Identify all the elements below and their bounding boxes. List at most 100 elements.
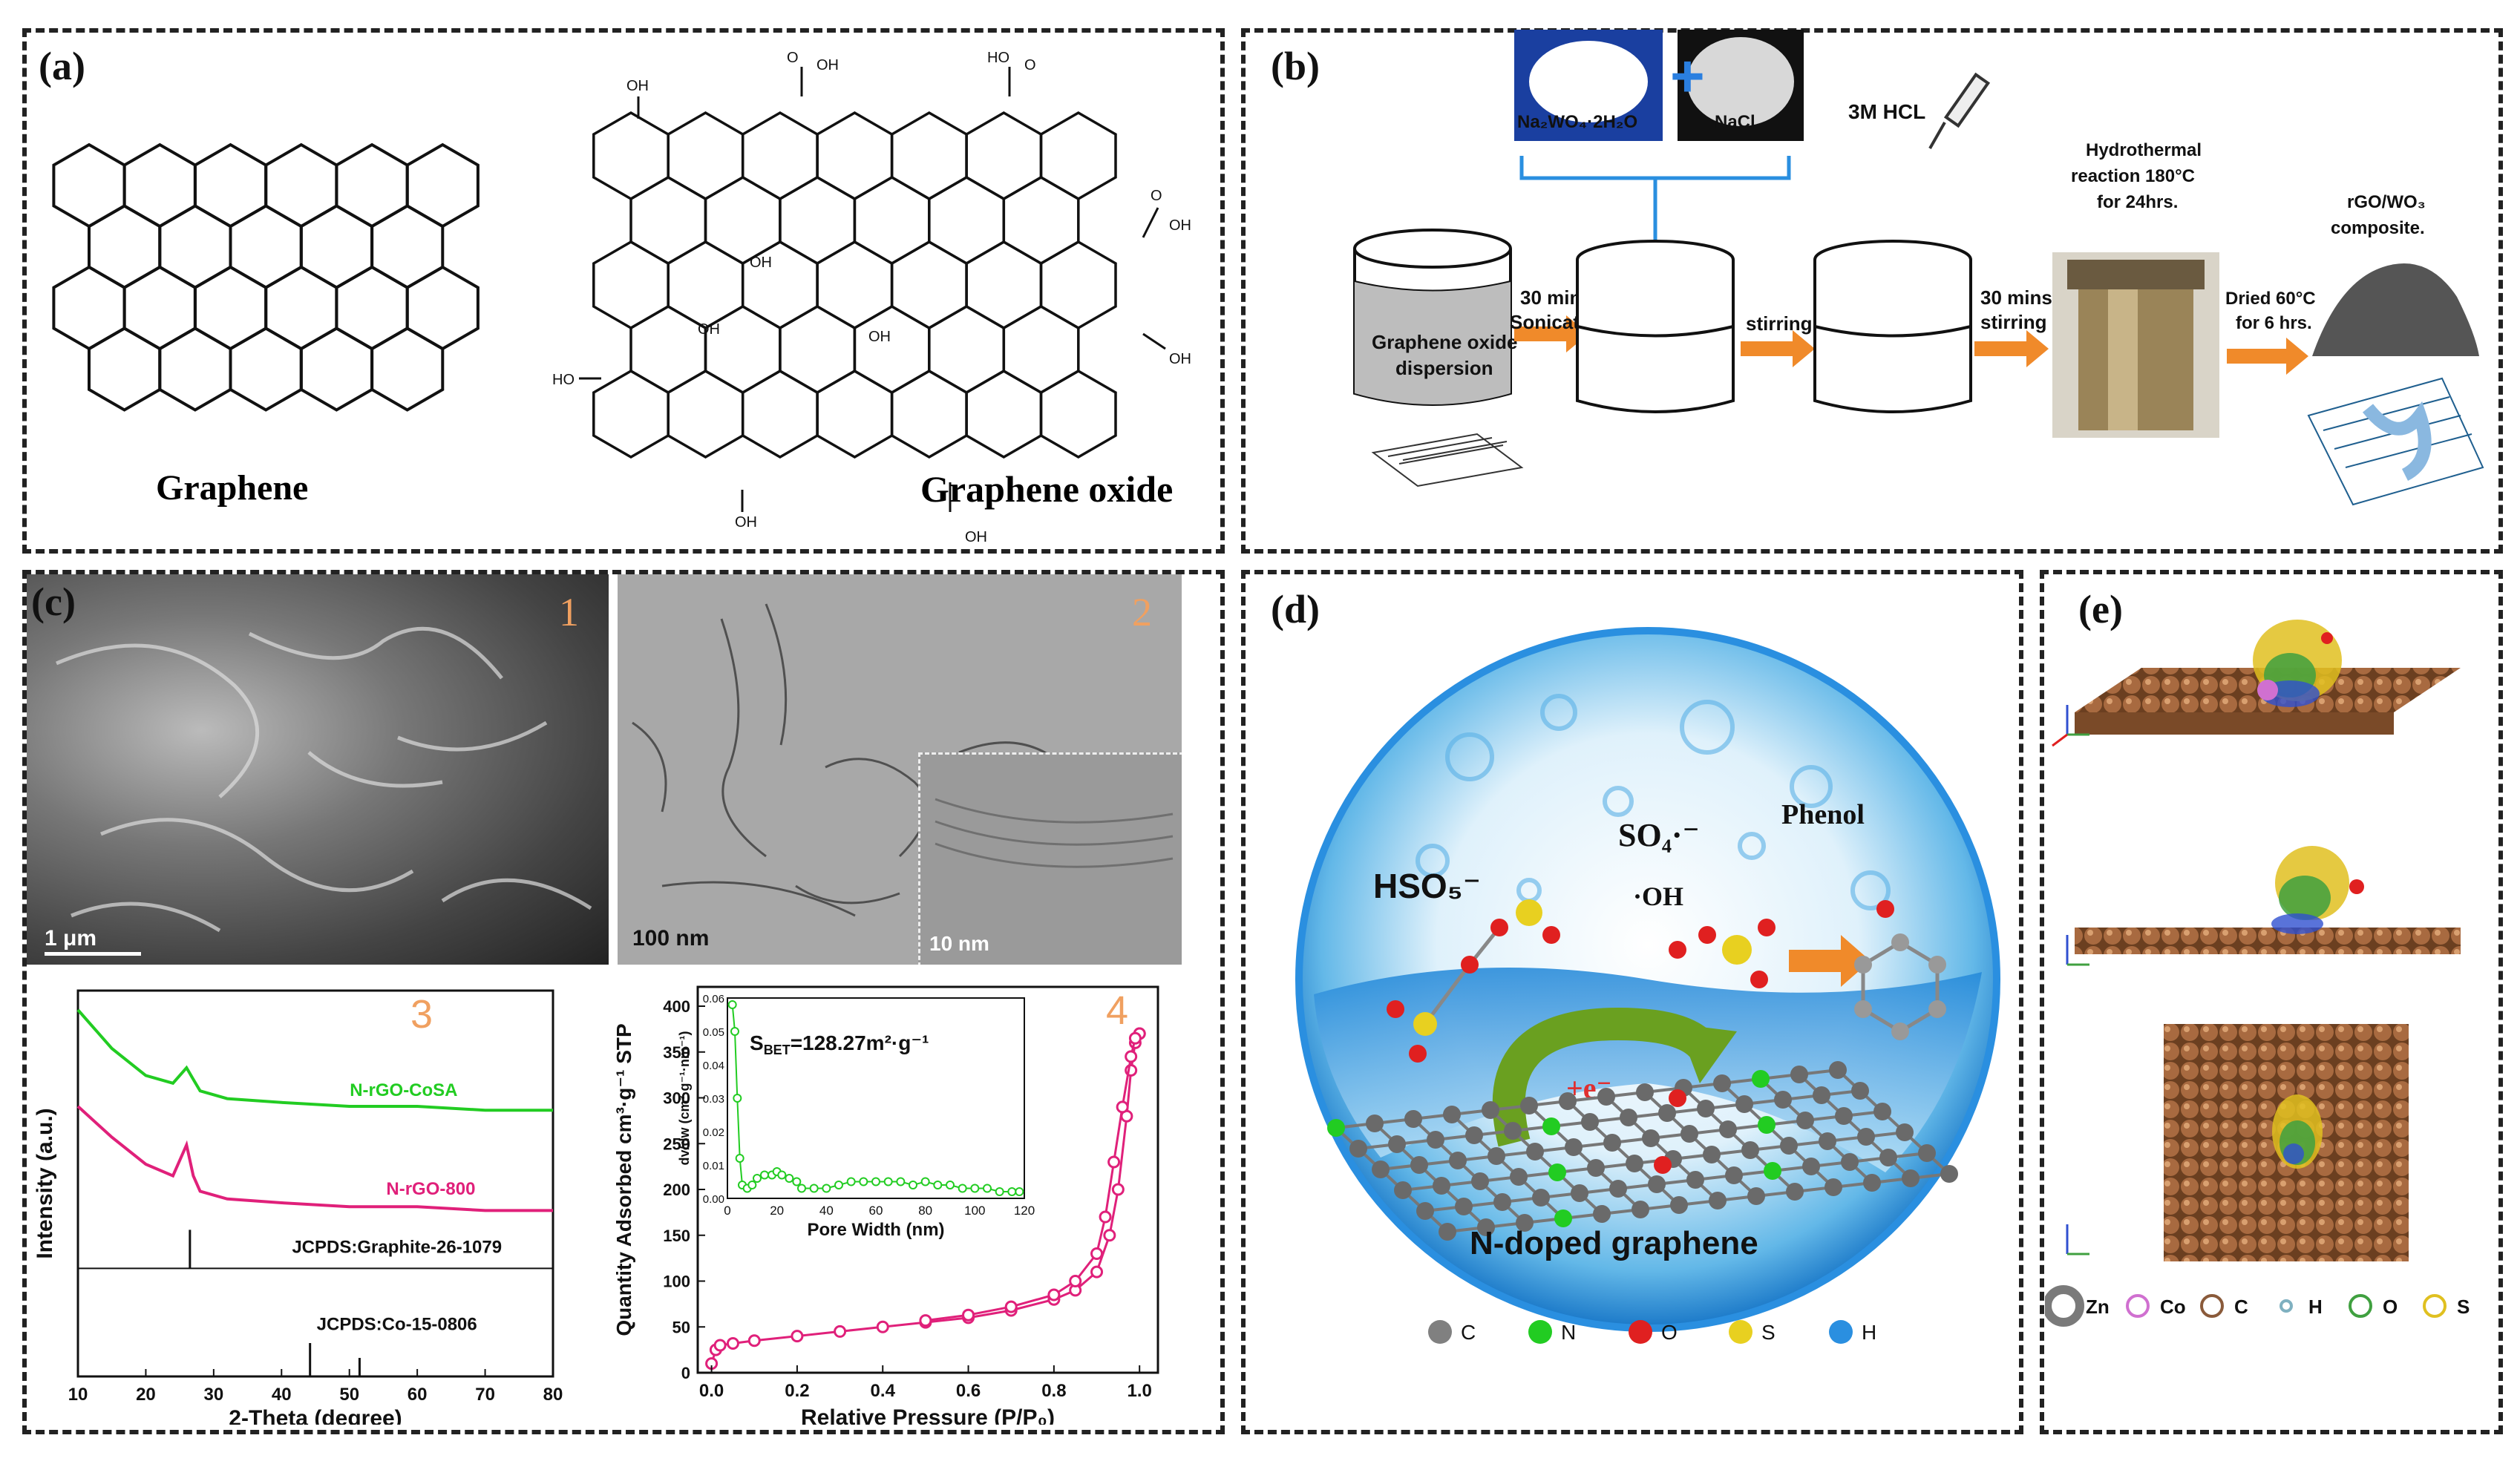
beaker-acid	[1813, 240, 1972, 413]
xrd-x-tick-label: 60	[408, 1385, 428, 1405]
bet-inset-point	[747, 1181, 757, 1189]
bet-inset-point	[797, 1184, 806, 1193]
bet-inset-y-tick-label: 0.06	[703, 993, 724, 1005]
carbon-atom	[1841, 1153, 1859, 1171]
adsorbate-3	[2272, 1094, 2323, 1169]
legend-atom-n-icon	[1528, 1320, 1552, 1344]
axes-icon-3	[2066, 1224, 2089, 1255]
bet-y-tick-label: 300	[663, 1089, 690, 1108]
bet-inset-x-tick-label: 40	[819, 1204, 834, 1218]
bet-adsorption-point	[834, 1325, 847, 1338]
xrd-x-axis-label: 2-Theta (degree)	[229, 1406, 402, 1425]
graphene-ring	[158, 204, 232, 289]
bet-inset-y-tick-label: 0.01	[703, 1160, 724, 1172]
carbon-atom	[1416, 1202, 1434, 1220]
carbon-atom	[1896, 1123, 1914, 1141]
bet-inset-point	[730, 1027, 739, 1036]
bet-adsorption-point	[747, 1334, 761, 1348]
graphene-ring	[264, 265, 338, 351]
bet-sub-label: 4	[1106, 988, 1128, 1033]
graphene-ring	[193, 265, 268, 351]
bet-inset-y-axis-label: dv/dw (cm³·g⁻¹·nm⁻¹)	[677, 1031, 692, 1166]
xrd-chart: N-rGO-CoSAN-rGO-800JCPDS:Graphite-26-107…	[33, 989, 563, 1425]
graphene-oxide-structure: OH O OH HO O O OH OH HO OH OH OH OH OH	[552, 52, 1191, 545]
product-line1: rGO/WO₃	[2347, 192, 2426, 212]
graphene-ring	[158, 326, 232, 412]
graphene-oxide-ring	[1039, 240, 1117, 330]
graphene-oxide-ring	[965, 111, 1043, 201]
graphene-oxide-ring	[928, 175, 1006, 266]
graphene-oxide-ring	[890, 111, 968, 201]
beaker-go	[1353, 229, 1512, 406]
bet-adsorption-point	[876, 1320, 889, 1333]
carbon-atom	[1813, 1086, 1830, 1104]
legend-atom-zn-icon	[2045, 1285, 2084, 1327]
bet-inset-point	[1007, 1187, 1017, 1196]
bet-inset-point	[896, 1177, 906, 1186]
go-oh-5: OH	[735, 514, 757, 531]
panel-d	[1241, 570, 2023, 1434]
graphene-oxide-ring	[853, 175, 931, 266]
bet-x-tick-label: 0.4	[871, 1381, 896, 1401]
nitrogen-atom	[1752, 1070, 1770, 1088]
bet-adsorption-point	[726, 1336, 739, 1350]
bet-x-tick-label: 1.0	[1128, 1381, 1152, 1401]
carbon-atom	[1394, 1181, 1412, 1199]
sem-scale-bar	[45, 952, 141, 956]
graphene-ring	[88, 326, 162, 412]
plus-sign: +	[1670, 43, 1705, 109]
xrd-series-2-line	[76, 1105, 553, 1212]
powder-pile	[2312, 263, 2479, 356]
carbon-atom	[1571, 1184, 1588, 1202]
legend-atom-s-icon	[1729, 1320, 1752, 1344]
bet-inset-point	[809, 1184, 819, 1193]
graphene-oxide-ring	[592, 111, 670, 201]
hso5-molecule	[1387, 899, 1560, 1063]
bet-inset-point	[792, 1177, 802, 1186]
bet-y-tick-label: 250	[663, 1135, 690, 1153]
synthesis-scheme: + Na₂WO₄·2H₂O NaCl Graphene oxide disper…	[1353, 30, 2484, 506]
graphene-ring	[122, 265, 197, 351]
bet-adsorption-point	[713, 1339, 727, 1352]
carbon-atom	[1372, 1161, 1390, 1178]
go-oh-6: OH	[965, 529, 987, 545]
legend-atom-s-label: S	[1761, 1321, 1776, 1344]
so4-molecule	[1669, 919, 1776, 988]
carbon-atom	[1565, 1138, 1583, 1156]
carbon-atom	[1597, 1088, 1615, 1106]
n-doped-label: N-doped graphene	[1470, 1225, 1758, 1261]
beaker-mix	[1576, 240, 1735, 413]
bet-inset-point	[735, 1154, 744, 1163]
legend-atom-h-icon	[1829, 1320, 1853, 1344]
legend-atom-o-icon	[2349, 1294, 2372, 1318]
carbon-atom	[1873, 1103, 1891, 1120]
bet-inset-y-tick-label: 0.00	[703, 1193, 724, 1206]
composite-sheet-icon	[2307, 377, 2484, 506]
bet-y-tick-label: 150	[663, 1227, 690, 1245]
carbon-atom	[1636, 1083, 1654, 1101]
carbon-atom	[1609, 1180, 1627, 1198]
bet-inset-point	[995, 1187, 1004, 1196]
bet-desorption-point	[1116, 1100, 1129, 1114]
bet-y-tick-label: 0	[681, 1364, 690, 1382]
bet-inset-point	[909, 1181, 917, 1189]
dropper-icon	[1928, 72, 1991, 149]
bet-inset-point	[920, 1177, 930, 1186]
bet-desorption-point	[1090, 1247, 1104, 1260]
bet-inset-point	[777, 1170, 787, 1180]
bet-adsorption-point	[791, 1330, 804, 1343]
bet-inset-y-tick-label: 0.02	[703, 1126, 724, 1139]
go-dispersion-1: Graphene oxide	[1372, 331, 1518, 353]
axes-icon-1	[2052, 705, 2089, 747]
carbon-atom	[1632, 1201, 1649, 1218]
oh-radical-label: ·OH	[1633, 882, 1683, 911]
phenol-molecule	[1854, 900, 1946, 1040]
carbon-atom	[1719, 1120, 1737, 1138]
panel-a	[22, 28, 1225, 554]
graphene-ring	[299, 204, 374, 289]
carbon-atom	[1658, 1104, 1676, 1122]
carbon-atom	[1620, 1109, 1637, 1126]
bet-adsorption-point	[1090, 1265, 1104, 1278]
